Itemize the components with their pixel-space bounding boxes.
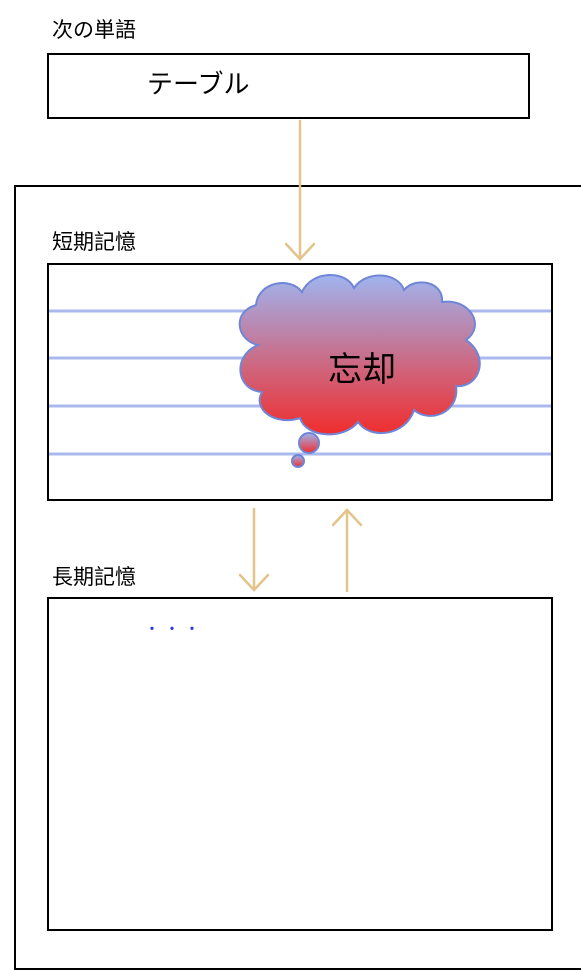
long-term-memory-label: 長期記憶 [52, 565, 136, 589]
short-term-memory-box [47, 263, 553, 501]
next-word-value: テーブル [147, 70, 250, 100]
long-term-memory-box: ･･･ [47, 597, 553, 931]
next-word-box: テーブル [47, 53, 530, 119]
short-term-memory-label: 短期記憶 [52, 230, 136, 254]
ellipsis-dots: ･･･ [147, 617, 207, 641]
forget-text: 忘却 [328, 350, 396, 390]
next-word-label: 次の単語 [52, 18, 136, 42]
